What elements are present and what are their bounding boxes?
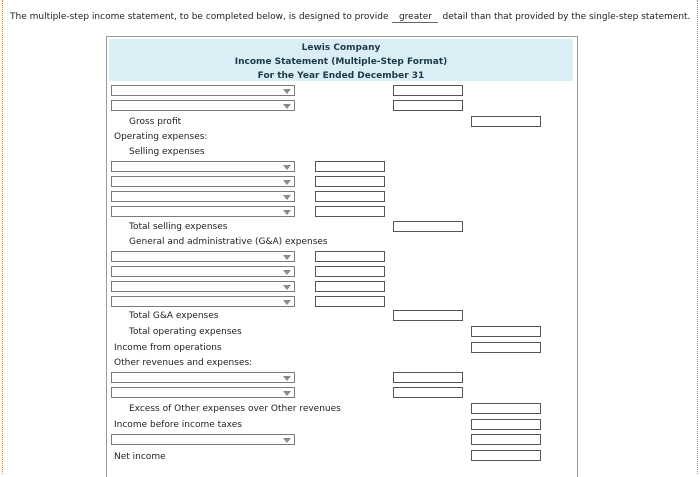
chevron-down-icon (283, 300, 291, 305)
selling-expense-input[interactable] (315, 191, 385, 202)
label-operating-expenses: Operating expenses: (114, 132, 208, 142)
label-total-operating-expenses: Total operating expenses (129, 327, 242, 337)
amount-input[interactable] (393, 100, 463, 111)
intro-text-before: The multiple-step income statement, to b… (10, 12, 389, 22)
other-item-dropdown[interactable] (111, 372, 295, 383)
ga-expense-input[interactable] (315, 251, 385, 262)
label-other-revenues-expenses: Other revenues and expenses: (114, 358, 253, 368)
chevron-down-icon (283, 195, 291, 200)
right-border (697, 0, 698, 474)
selling-expense-input[interactable] (315, 176, 385, 187)
selling-expense-input[interactable] (315, 161, 385, 172)
amount-input[interactable] (393, 85, 463, 96)
other-item-dropdown[interactable] (111, 387, 295, 398)
label-gross-profit: Gross profit (129, 117, 182, 127)
chevron-down-icon (283, 89, 291, 94)
label-excess-other-expenses: Excess of Other expenses over Other reve… (129, 404, 341, 414)
chevron-down-icon (283, 255, 291, 260)
line-item-dropdown[interactable] (111, 100, 295, 111)
label-net-income: Net income (114, 452, 166, 462)
statement-period: For the Year Ended December 31 (257, 71, 425, 81)
ga-expense-dropdown[interactable] (111, 296, 295, 307)
ga-expense-dropdown[interactable] (111, 251, 295, 262)
chevron-down-icon (283, 210, 291, 215)
selling-expense-dropdown[interactable] (111, 176, 295, 187)
selling-expense-dropdown[interactable] (111, 161, 295, 172)
statement-title: Income Statement (Multiple-Step Format) (234, 57, 448, 67)
total-operating-expenses-input[interactable] (471, 326, 541, 337)
chevron-down-icon (283, 391, 291, 396)
chevron-down-icon (283, 285, 291, 290)
chevron-down-icon (283, 165, 291, 170)
chevron-down-icon (283, 180, 291, 185)
total-ga-expenses-input[interactable] (393, 310, 463, 321)
company-name: Lewis Company (301, 43, 381, 53)
income-from-operations-input[interactable] (471, 342, 541, 353)
chevron-down-icon (283, 438, 291, 443)
statement-header: Lewis Company Income Statement (Multiple… (109, 39, 573, 81)
label-selling-expenses: Selling expenses (129, 147, 205, 157)
net-income-input[interactable] (471, 450, 541, 461)
ga-expense-dropdown[interactable] (111, 266, 295, 277)
chevron-down-icon (283, 376, 291, 381)
selling-expense-dropdown[interactable] (111, 191, 295, 202)
income-statement-form: Lewis Company Income Statement (Multiple… (106, 36, 578, 477)
label-income-before-taxes: Income before income taxes (114, 420, 242, 430)
other-item-input[interactable] (393, 372, 463, 383)
ga-expense-input[interactable] (315, 266, 385, 277)
selling-expense-dropdown[interactable] (111, 206, 295, 217)
ga-expense-input[interactable] (315, 296, 385, 307)
intro-text-after: detail than that provided by the single-… (442, 12, 691, 22)
label-general-admin-expenses: General and administrative (G&A) expense… (129, 237, 328, 247)
label-income-from-operations: Income from operations (114, 343, 222, 353)
gross-profit-input[interactable] (471, 116, 541, 127)
line-item-dropdown[interactable] (111, 85, 295, 96)
income-tax-dropdown[interactable] (111, 434, 295, 445)
ga-expense-dropdown[interactable] (111, 281, 295, 292)
total-selling-expenses-input[interactable] (393, 221, 463, 232)
ga-expense-input[interactable] (315, 281, 385, 292)
income-before-taxes-input[interactable] (471, 419, 541, 430)
intro-sentence: The multiple-step income statement, to b… (10, 12, 690, 23)
chevron-down-icon (283, 104, 291, 109)
left-border (2, 0, 3, 474)
excess-other-expenses-input[interactable] (471, 403, 541, 414)
intro-answer-field[interactable]: greater (392, 12, 439, 23)
chevron-down-icon (283, 270, 291, 275)
selling-expense-input[interactable] (315, 206, 385, 217)
income-tax-input[interactable] (471, 434, 541, 445)
other-item-input[interactable] (393, 387, 463, 398)
label-total-ga-expenses: Total G&A expenses (129, 311, 219, 321)
label-total-selling-expenses: Total selling expenses (129, 222, 228, 232)
